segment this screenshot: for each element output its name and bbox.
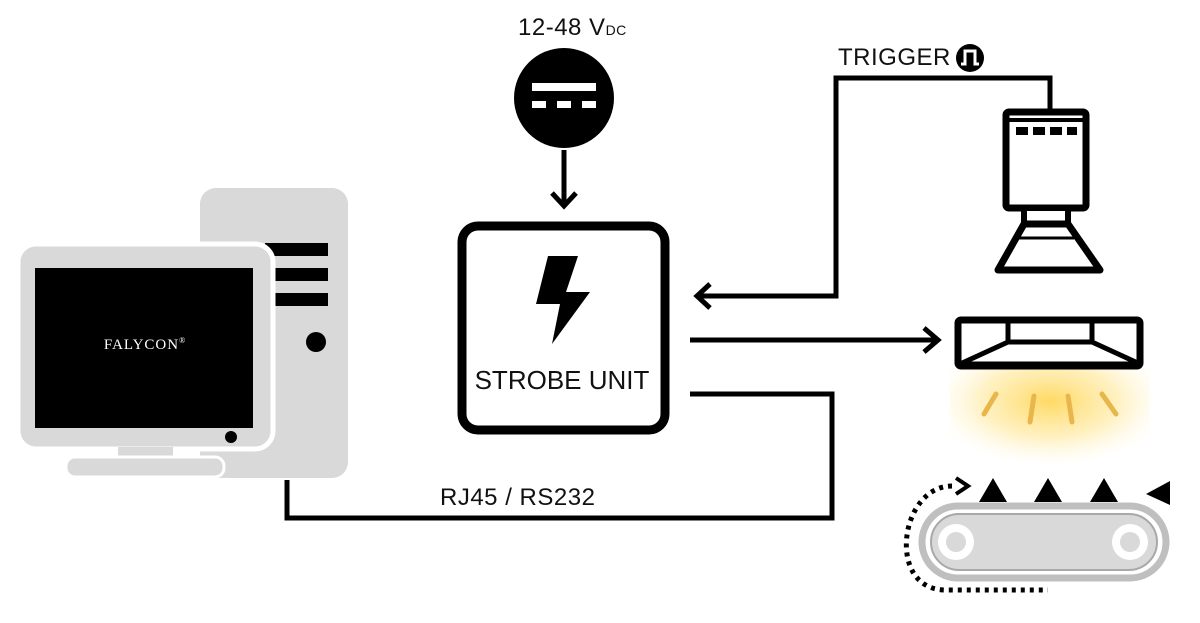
- computer-icon: [15, 188, 348, 479]
- lightning-icon: [536, 256, 590, 344]
- power-arrow: [550, 191, 578, 210]
- brand-name: FALYCON: [103, 337, 180, 353]
- trigger-arrow: [693, 282, 712, 310]
- dc-power-icon: [514, 48, 614, 148]
- trigger-line: [698, 75, 1053, 299]
- power-label-main: 12-48 V: [518, 14, 606, 41]
- power-label: 12-48 VDC: [518, 14, 627, 42]
- trigger-label: TRIGGER: [838, 44, 951, 71]
- rj45-line: [284, 391, 835, 521]
- computer-brand-logo: FALYCON®: [40, 336, 250, 354]
- connection-label: RJ45 / RS232: [440, 484, 596, 511]
- strobe-unit-label: STROBE UNIT: [474, 365, 650, 395]
- power-label-sub: DC: [605, 22, 627, 38]
- light-output-arrow: [922, 326, 942, 354]
- light-rays: [981, 391, 1119, 425]
- strobe-unit: [457, 221, 670, 435]
- light-bar-icon: [954, 316, 1144, 370]
- trigger-pulse-icon: [956, 44, 984, 72]
- conveyor-icon: [903, 476, 1170, 593]
- brand-mark: ®: [179, 336, 187, 345]
- camera-icon: [994, 108, 1104, 274]
- light-glow: [950, 358, 1150, 466]
